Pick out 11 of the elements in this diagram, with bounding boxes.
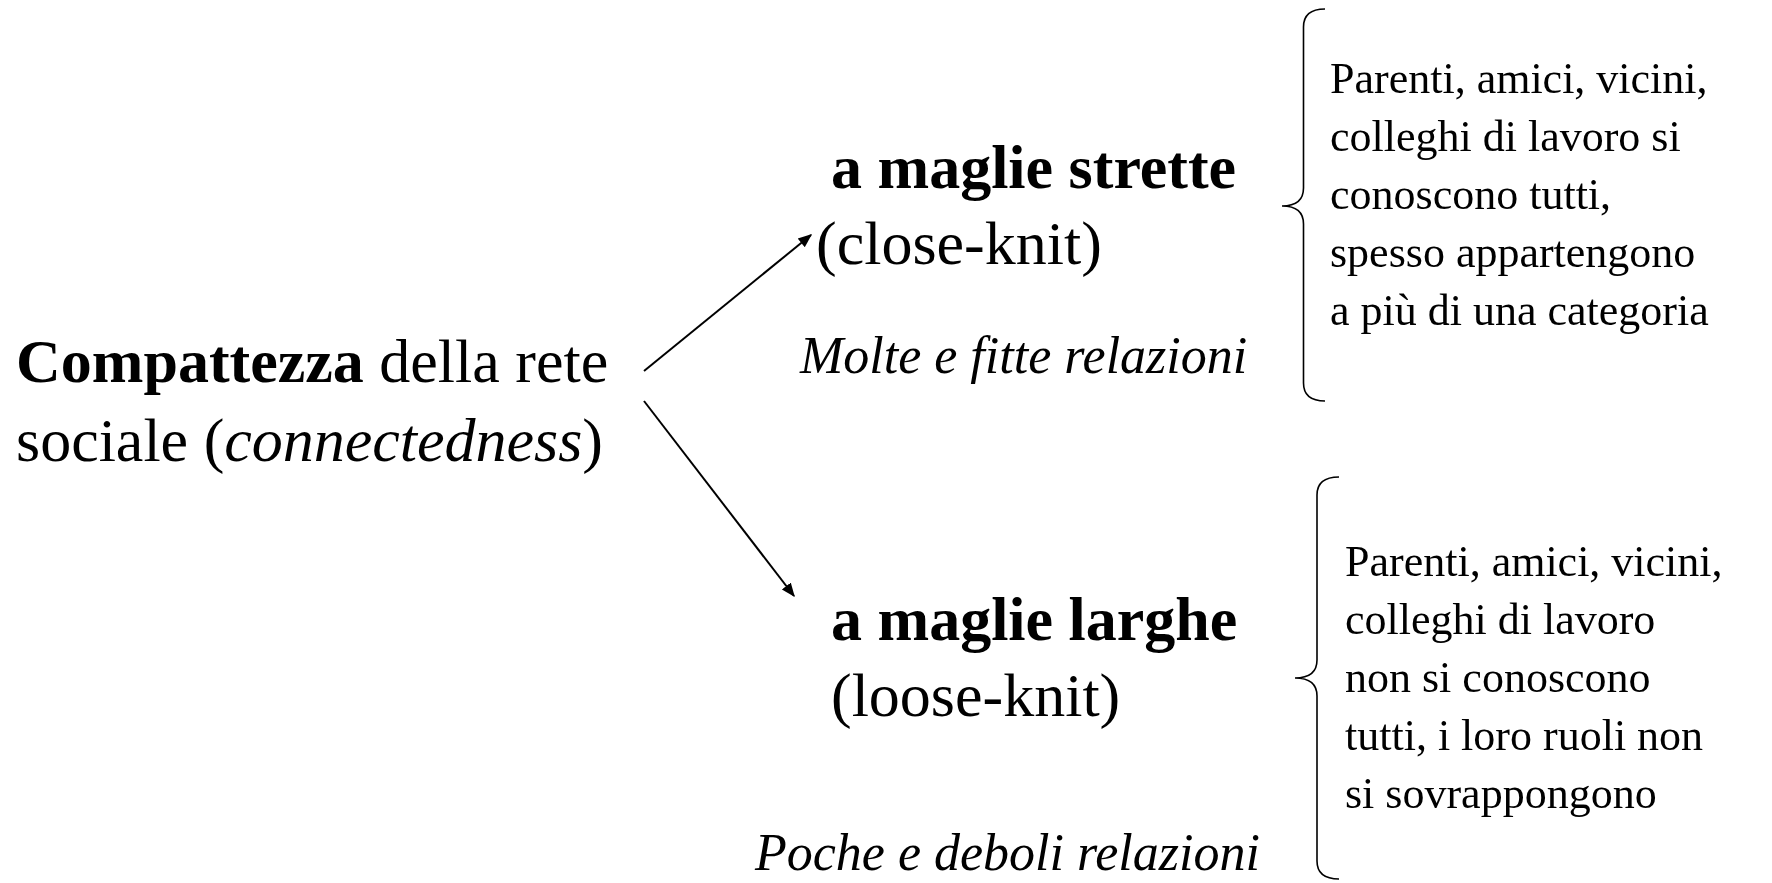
relation-note: Poche e deboli relazioni [755,824,1260,882]
category-subtitle: (close-knit) [816,208,1102,279]
description-text: Parenti, amici, vicini, colleghi di lavoro non si conoscono tutti, i loro ruoli non si sovrappongono [1345,536,1724,820]
category-subtitle: (loose-knit) [831,660,1121,731]
arrow [643,400,795,598]
category-heading: a maglie larghe [831,584,1238,655]
description-text: Parenti, amici, vicini, colleghi di lavoro si conoscono tutti, spesso appartengono a più di una categoria [1330,53,1710,337]
concept-text: Compattezza della rete sociale (connectedness) [16,322,656,480]
relation-note: Molte e fitte relazioni [800,327,1248,385]
arrow [643,234,813,372]
category-heading: a maglie strette [830,132,1237,203]
